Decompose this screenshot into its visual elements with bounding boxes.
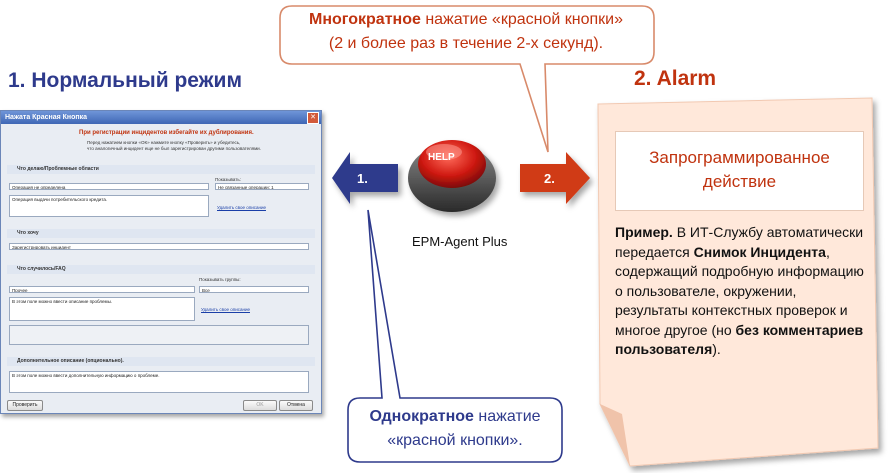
top-callout-text: Многократное нажатие «красной кнопки» (2… [286,8,646,56]
delete-description-link-2[interactable]: Удалить свое описание [201,307,250,312]
alarm-description: Пример. В ИТ-Службу автоматически переда… [615,223,865,360]
panel-text-3: ). [712,341,721,357]
normal-mode-heading: 1. Нормальный режим [8,69,243,92]
top-callout-bubble [279,5,655,153]
programmed-action-title: Запрограммированное действие [649,148,830,191]
panel-fold [600,404,630,466]
show-groups-label: Показывать группы: [199,277,241,282]
arrow-right-label: 2. [544,171,555,186]
help-button-graphic [408,140,496,212]
warning-text-2: что аналогичный инцидент еще не был заре… [87,146,261,151]
dialog-title: Нажата Красная Кнопка [1,111,321,124]
operation-description[interactable]: Операция выдачи потребительского кредита… [9,195,209,217]
top-callout-line1: нажатие «красной кнопки» [420,11,623,28]
panel-bold-3: без комментариев пользователя [615,321,864,358]
help-button-caption: EPM-Agent Plus [412,234,508,249]
top-callout-bold: Многократное [309,11,421,28]
groups-combo[interactable]: Все [199,286,309,293]
programmed-action-box: Запрограммированное действие [615,131,864,211]
section-what-happened[interactable]: Что случилось/FAQ [7,265,315,274]
help-button-cap: HELP [428,152,455,163]
additional-description[interactable]: В этом поле можно ввести дополнительную … [9,371,309,393]
section-what-doing[interactable]: Что делаю/Проблемные области [7,165,315,174]
panel-text-2: , содержащий подробную информацию о поль… [615,243,864,338]
operation-combo[interactable]: Операция не определена [9,183,209,190]
problem-combo[interactable]: Прочее [9,286,195,293]
panel-text-1: В ИТ-Службу автоматически передается [615,224,864,260]
panel-bold-1: Пример. [615,224,673,240]
delete-description-link-1[interactable]: Удалить свое описание [217,205,266,210]
section-what-want[interactable]: Что хочу [7,229,315,238]
check-button[interactable]: Проверить [7,400,43,411]
faq-area [9,325,309,345]
bottom-callout-text: Однократное нажатие «красной кнопки». [350,405,560,453]
section-additional[interactable]: Дополнительное описание (опционально). [7,357,315,366]
dialog-close-button[interactable]: ✕ [307,112,319,124]
arrow-left-normal [332,152,398,204]
intent-combo[interactable]: Зарегистрировать инцидент [9,243,309,250]
bottom-callout-bold: Однократное [369,408,474,425]
arrow-left-label: 1. [357,171,368,186]
warning-text-1: Перед нажатием кнопки «ОК» нажмите кнопк… [87,140,241,145]
bottom-callout-line2: «красной кнопки». [387,432,523,449]
warning-title: При регистрации инцидентов избегайте их … [79,130,254,136]
top-callout-line2: (2 и более раз в течение 2-х секунд). [328,35,604,52]
cancel-button[interactable]: Отмена [279,400,313,411]
unrelated-ops-combo[interactable]: Не связанные операции: 1 [215,183,309,190]
red-button-dialog: Нажата Красная Кнопка ✕ При регистрации … [0,110,322,414]
problem-description[interactable]: В этом поле можно ввести описание пробле… [9,297,195,321]
bottom-callout-bubble [347,209,563,463]
show-label: Показывать: [215,177,241,182]
alarm-heading: 2. Alarm [634,67,717,90]
panel-bold-2: Снимок Инцидента [693,243,826,260]
arrow-right-alarm [520,152,590,204]
bottom-callout-line1: нажатие [473,408,541,425]
ok-button[interactable]: OK [243,400,277,411]
